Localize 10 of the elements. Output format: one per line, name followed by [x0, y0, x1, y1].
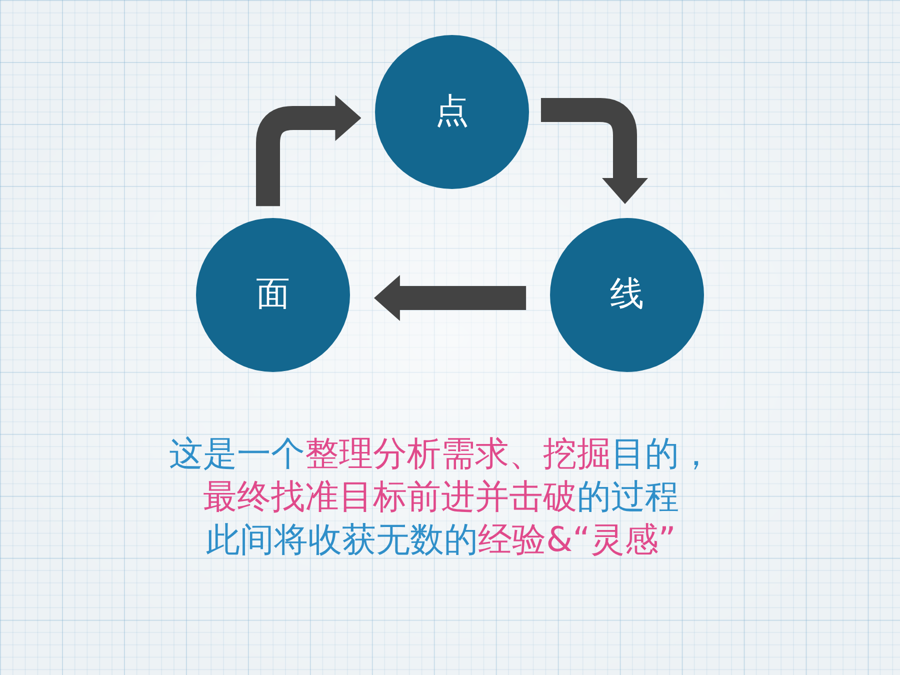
arrow — [540, 98, 648, 204]
circle-node — [196, 218, 350, 372]
description-text: 此间将收获无数的经验&“灵感” — [206, 519, 676, 562]
description-text: 这是一个整理分析需求、挖掘目的， — [169, 433, 713, 476]
node-label: 面 — [256, 276, 290, 314]
arrow — [374, 275, 526, 321]
node-label: 点 — [435, 93, 469, 131]
circle-node — [375, 35, 529, 189]
node-label: 线 — [610, 276, 644, 314]
description-text: 最终找准目标前进并击破的过程 — [203, 476, 679, 519]
